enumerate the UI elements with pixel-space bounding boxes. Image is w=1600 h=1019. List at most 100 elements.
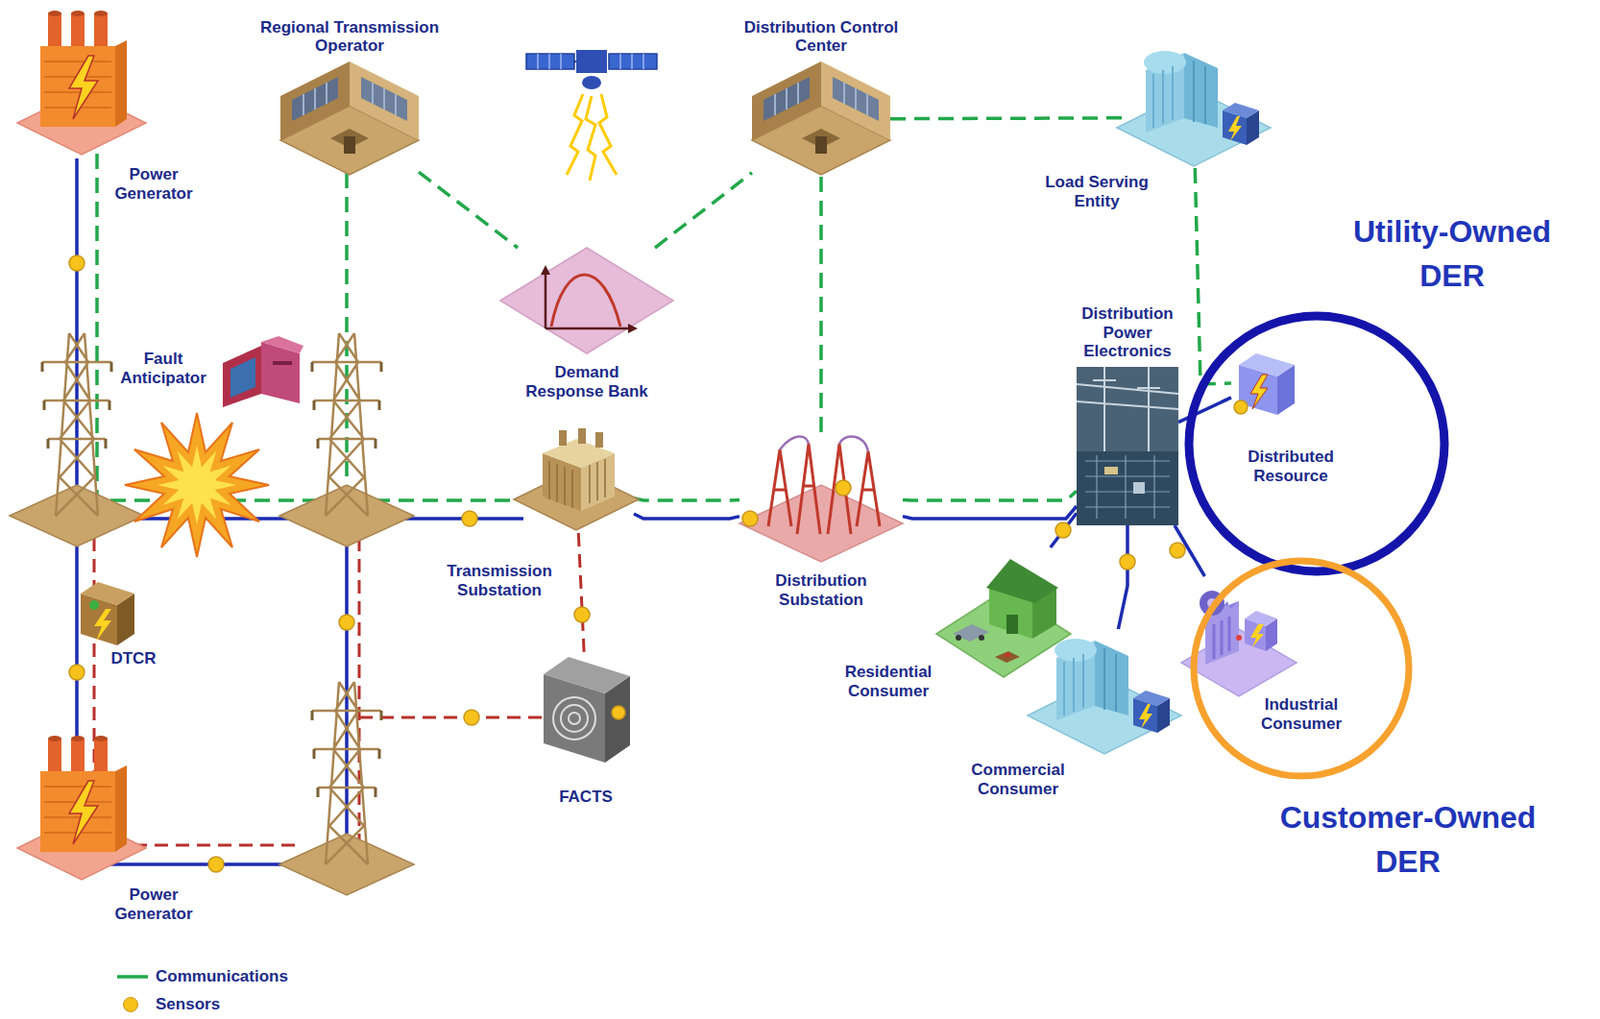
industrial-plant-icon: [1236, 634, 1242, 641]
ownership-circle: [1188, 315, 1445, 572]
node-label: Power Generator: [105, 165, 202, 203]
house-icon: [978, 634, 985, 641]
control-line: [358, 537, 362, 865]
communication-line: [819, 176, 824, 433]
dtcr-device: DTCR: [76, 580, 139, 648]
sensor-dot: [69, 664, 85, 680]
sensor-dot: [835, 480, 851, 496]
power-electronics-photo: [1076, 366, 1179, 526]
node-label: Distribution Substation: [753, 571, 889, 609]
power-electronics-photo: [1085, 455, 1170, 519]
control-center: Distribution Control Center: [751, 61, 891, 177]
sensor-dot: [1055, 522, 1071, 538]
node-label: DTCR: [106, 649, 161, 669]
industrial-plant-icon: [1213, 616, 1230, 659]
building-icon: [1116, 50, 1271, 167]
generator-box-icon: [1250, 374, 1268, 410]
power-electronics-photo: [1104, 466, 1118, 475]
industrial-plant-icon: [1244, 610, 1278, 627]
power-generator: Power Generator: [19, 9, 145, 159]
sensor-dot: [742, 510, 758, 527]
satellite-icon: [526, 49, 657, 181]
dtcr-box-icon: [89, 600, 99, 610]
control-center-icon: [280, 61, 419, 175]
generator-box-icon: [1238, 353, 1295, 377]
computer-icon: [222, 336, 304, 408]
node-label: Demand Response Bank: [514, 363, 659, 401]
sensor-dot: [461, 510, 478, 527]
power-electronics-photo: [1076, 366, 1179, 526]
house-icon: [936, 558, 1071, 678]
industrial-consumer: Industrial Consumer: [1186, 576, 1292, 692]
demand-response-icon: [545, 270, 632, 329]
node-label: Industrial Consumer: [1248, 695, 1355, 733]
communication-line: [902, 490, 1077, 501]
house-icon: [986, 558, 1059, 604]
sensor-dot: [208, 856, 224, 873]
dtcr-box-icon: [80, 581, 135, 646]
fault-anticipator: Fault Anticipator: [218, 338, 304, 408]
satellite-icon: [526, 53, 575, 70]
ownership-circle: [1193, 560, 1409, 776]
facts-device-icon: [543, 656, 631, 763]
power-line: [902, 506, 1077, 519]
node-label: Distribution Power Electronics: [1072, 304, 1184, 362]
legend-swatch: [122, 996, 139, 1013]
power-line: [76, 158, 524, 865]
transmission-tower: [9, 333, 145, 547]
node-label: Transmission Substation: [436, 561, 562, 600]
node-label: Residential Consumer: [835, 662, 942, 701]
demand-response-icon: [500, 247, 674, 354]
sensor-dot: [69, 255, 1248, 873]
node-label: Fault Anticipator: [111, 349, 216, 388]
transformer-icon: [595, 432, 604, 448]
computer-icon: [230, 357, 256, 398]
power-electronics: Distribution Power Electronics: [1076, 366, 1179, 526]
transformer-icon: [578, 428, 586, 444]
control-center-icon: [751, 61, 891, 175]
node-label: Power Generator: [105, 885, 202, 923]
power-line: [1178, 397, 1232, 423]
facts-device: FACTS: [539, 657, 634, 764]
house-icon: [952, 624, 990, 642]
commercial-consumer: Commercial Consumer: [1022, 629, 1187, 759]
communication-line: [96, 153, 524, 501]
power-generator: Power Generator: [19, 734, 145, 884]
control-line: [359, 716, 543, 720]
computer-icon: [222, 345, 262, 408]
communication-line: [633, 498, 740, 501]
power-plant-icon: [17, 735, 146, 880]
satellite-icon: [608, 53, 657, 70]
satellite-icon: [566, 94, 583, 175]
demand-response-icon: [540, 265, 551, 275]
communication-line: [418, 171, 518, 248]
facts-device-icon: [560, 704, 588, 732]
node-label: Load Serving Entity: [1034, 172, 1160, 211]
transformer-icon: [513, 428, 639, 531]
control-line: [578, 533, 584, 658]
ownership-circle: [1188, 315, 1445, 776]
facts-device-icon: [553, 697, 596, 740]
transformer-icon: [549, 459, 606, 509]
demand-response-bank: Demand Response Bank: [500, 247, 674, 354]
legend-text: Communications: [155, 967, 289, 987]
node-label: Commercial Consumer: [960, 760, 1076, 799]
building-icon: [1027, 638, 1182, 754]
power-electronics-photo: [1076, 451, 1179, 526]
node-label: Distribution Control Center: [729, 18, 913, 56]
house-icon: [1004, 653, 1011, 657]
sensor-dot: [69, 255, 85, 271]
power-line: [1050, 512, 1077, 548]
communication-line: [654, 172, 752, 248]
sensor-dot: [574, 606, 590, 623]
legend-line-sample: [117, 971, 148, 982]
communication-line: [344, 172, 349, 501]
ownership-label: Customer-Owned DER: [1263, 795, 1552, 885]
power-line: [1117, 525, 1128, 630]
satellite-icon: [576, 49, 607, 73]
satellite-icon: [599, 94, 617, 175]
satellite-icon: [581, 75, 602, 90]
sensor-dot: [1119, 554, 1136, 570]
legend-line-sample: [117, 974, 148, 979]
